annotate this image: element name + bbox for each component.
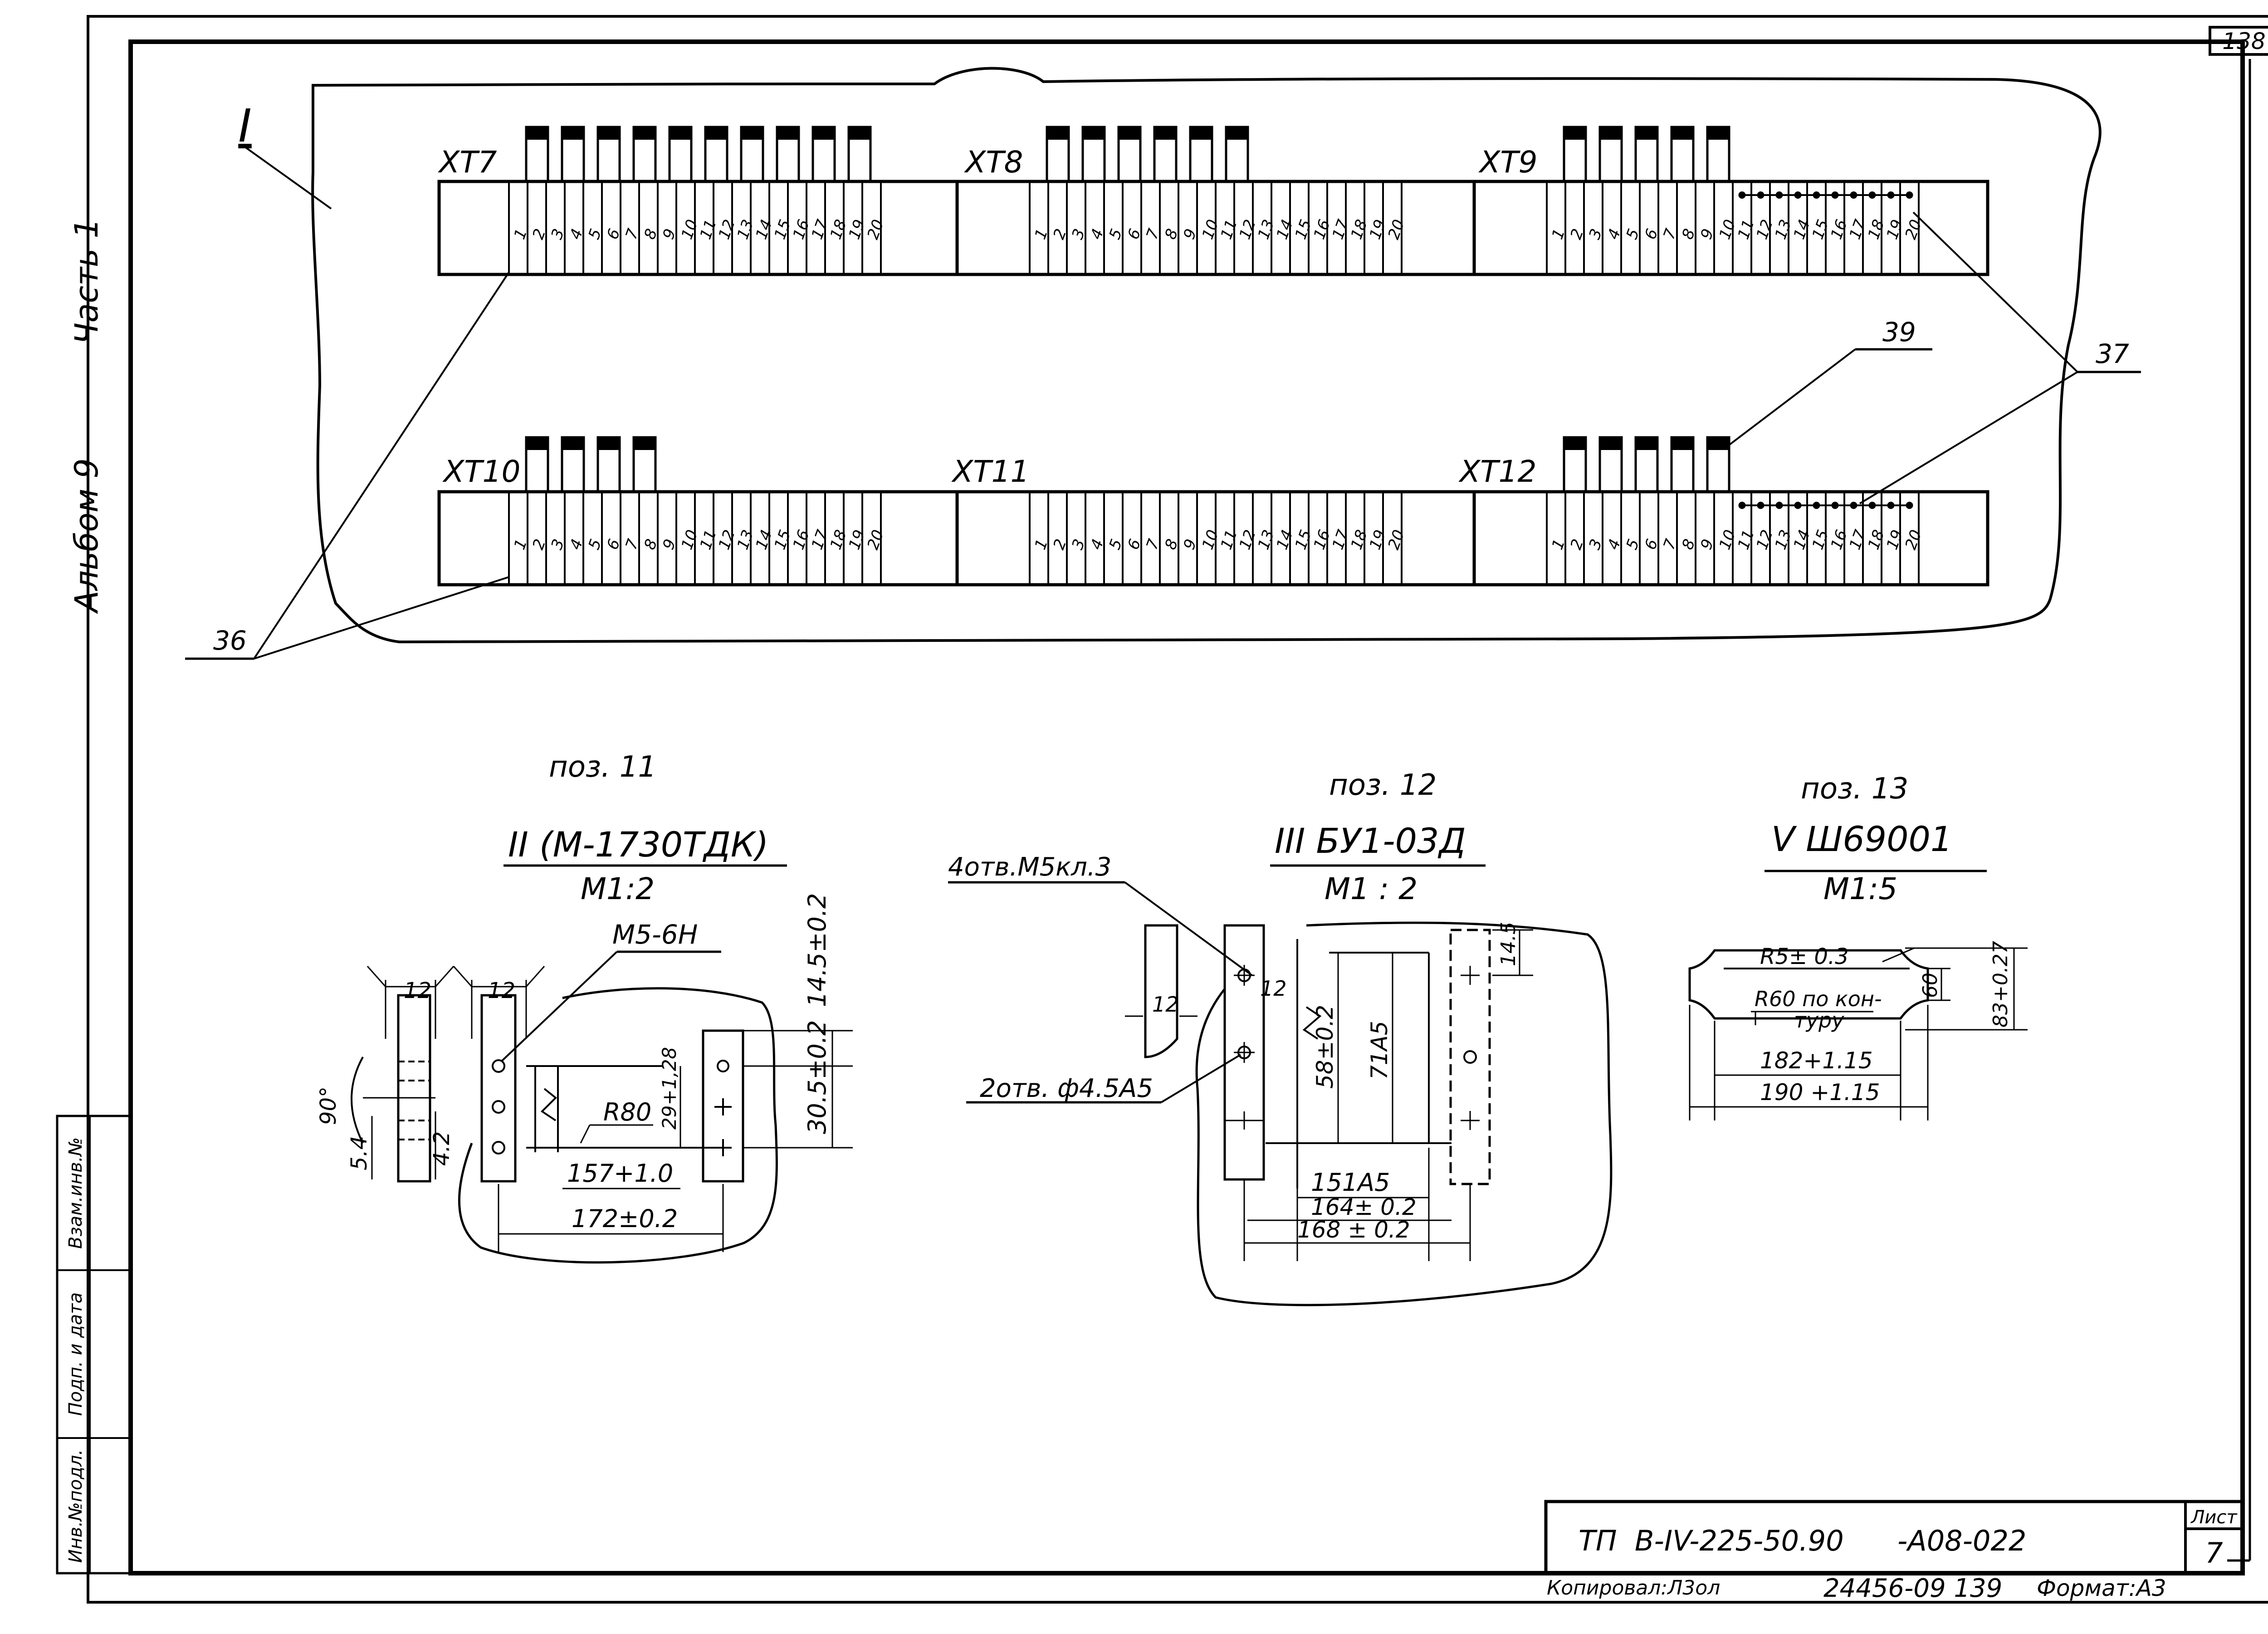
pos12-label: поз. 12 <box>1329 768 1437 802</box>
pos12-dim-58: 58±0.2 <box>1312 1005 1338 1089</box>
callout-39: 39 <box>1882 317 1916 347</box>
strip-label: XT9 <box>1478 145 1538 180</box>
inner-frame <box>128 39 2245 1575</box>
pos11-dim-172: 172±0.2 <box>572 1204 678 1233</box>
pos13-title: V Ш69001 <box>1771 819 1952 859</box>
copied-by: Копировал:Л3ол <box>1547 1576 1720 1600</box>
pos11-dim-305: 30.5±0.2 <box>803 1020 831 1134</box>
pos12-scale: М1 : 2 <box>1325 871 1418 906</box>
pos11-label: поз. 11 <box>549 750 656 784</box>
pos12-dim-71: 71А5 <box>1366 1021 1393 1080</box>
stamp-label-inventory: Инв.№подл. <box>65 1449 86 1563</box>
album-label: Альбом 9 <box>68 458 105 614</box>
pos13-r5: R5± 0.3 <box>1760 944 1849 969</box>
pos12-holes2: 2отв. ф4.5А5 <box>980 1074 1153 1103</box>
callout-37: 37 <box>2096 338 2129 369</box>
pos12-dim-151: 151А5 <box>1311 1168 1390 1197</box>
pos11-dim-w2: 12 <box>488 978 515 1003</box>
pos13-d190: 190 +1.15 <box>1760 1079 1880 1106</box>
outer-frame <box>87 15 2268 1604</box>
pos11-dim-42: 4.2 <box>429 1131 455 1166</box>
pos11-thread: М5-6Н <box>612 919 698 950</box>
pos13-r60a: R60 по кон- <box>1755 987 1882 1011</box>
view-I-outline <box>311 67 2102 644</box>
pos12-title: III БУ1-03Д <box>1275 821 1466 861</box>
designation: ТП В-IV-225-50.90 -А08-022 <box>1579 1524 2026 1557</box>
inventory-code: 24456-09 139 <box>1823 1574 2002 1603</box>
title-block: ТП В-IV-225-50.90 -А08-022 Лист 7 <box>1544 1500 2244 1575</box>
pos12-detail: поз. 12 III БУ1-03Д М1 : 2 4отв.М5кл.3 1… <box>948 768 1613 1306</box>
pos13-d83: 83+0.27 <box>1989 941 2012 1027</box>
strip-label: XT7 <box>438 145 497 180</box>
corner-number-box <box>2209 26 2268 56</box>
corner-number: 138 <box>2222 28 2265 54</box>
sheet-word: Лист <box>2190 1507 2238 1528</box>
pos13-label: поз. 13 <box>1801 772 1908 806</box>
pos12-dim-168: 168 ± 0.2 <box>1297 1217 1410 1243</box>
format-label: Формат:А3 <box>2037 1575 2166 1601</box>
pos11-dim-angle: 90° <box>316 1086 341 1125</box>
pos12-dim-164: 164± 0.2 <box>1311 1194 1417 1220</box>
side-stamp: Взам.инв.№ Подп. и дата Инв.№подл. <box>56 1115 132 1575</box>
pos13-d182: 182+1.15 <box>1760 1047 1873 1074</box>
sheet-number: 7 <box>2205 1536 2223 1570</box>
pos11-scale: М1:2 <box>581 871 655 906</box>
pos13-detail: поз. 13 V Ш69001 М1:5 R5± 0.3 R60 по кон… <box>1688 772 2028 1120</box>
strip-label: XT8 <box>964 145 1023 180</box>
pos13-d60: 60 <box>1919 973 1942 998</box>
part-label: Часть 1 <box>68 218 105 344</box>
strip-label: XT10 <box>442 454 521 489</box>
strip-label: XT12 <box>1458 454 1537 489</box>
stamp-label-signature: Подп. и дата <box>65 1292 86 1416</box>
pos11-dim-157: 157+1.0 <box>567 1159 673 1188</box>
stamp-label-replace: Взам.инв.№ <box>65 1137 86 1249</box>
pos11-dim-54: 5.4 <box>347 1136 372 1170</box>
pos12-holes1: 4отв.М5кл.3 <box>948 852 1111 882</box>
view-I-label: I <box>238 99 252 152</box>
pos12-dim-w1: 12 <box>1152 992 1179 1017</box>
callout-36: 36 <box>213 625 247 656</box>
pos11-dim-29: 29+1,28 <box>658 1047 680 1130</box>
pos11-dim-w1: 12 <box>404 978 431 1003</box>
pos13-scale: М1:5 <box>1823 871 1897 906</box>
pos11-radius: R80 <box>603 1098 651 1126</box>
pos11-detail: поз. 11 II (М-1730ТДК) М1:2 12 90° 5.4 4… <box>316 750 853 1264</box>
pos11-title: II (М-1730ТДК) <box>508 824 768 865</box>
strip-label: XT11 <box>951 454 1030 489</box>
pos11-dim-145: 14.5±0.2 <box>803 893 831 1007</box>
pos12-dim-145: 14.5 <box>1497 922 1520 966</box>
